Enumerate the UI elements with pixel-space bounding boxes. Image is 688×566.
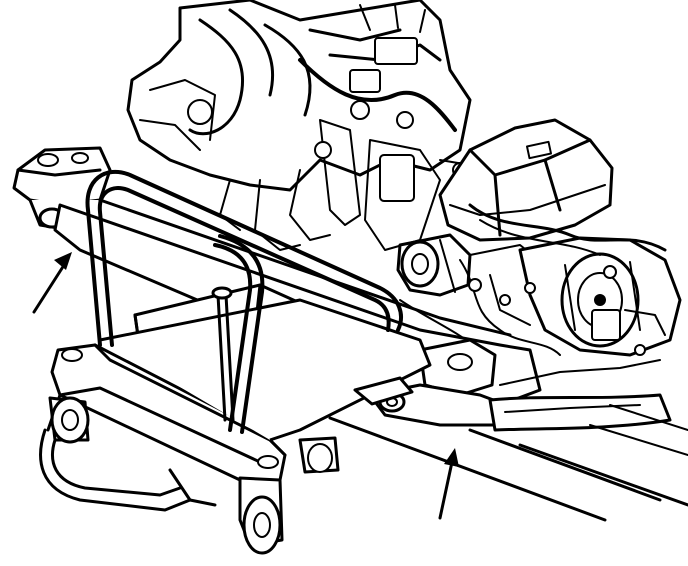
caster-wheel-right [298,436,340,474]
caster-wheel-left [48,396,90,444]
engine-assembly [126,0,486,251]
engine-dolly [39,169,432,555]
caster-wheel-front [238,476,284,555]
starter-motor [396,233,546,301]
air-cleaner-housing [438,118,614,242]
arrow-icon [438,448,459,520]
arrow-icon [32,252,72,314]
floor-plank [328,404,688,522]
transaxle-housing [518,236,682,357]
